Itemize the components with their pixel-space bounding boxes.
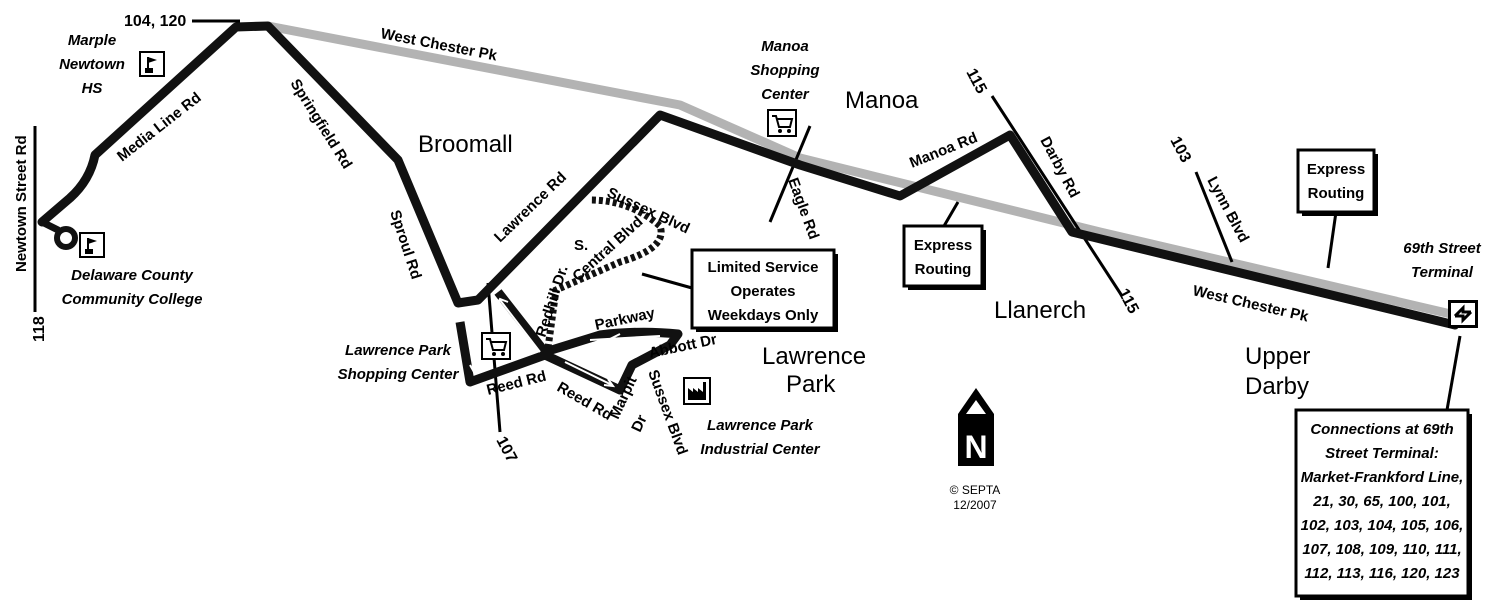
landmark-dccc: Delaware County Community College [62,267,203,308]
north-arrow-icon: N [958,388,994,466]
callout-limited-line-2: Operates [730,283,795,300]
landmark-marple-line-3: HS [82,80,103,97]
landmark-69th-street-terminal: 69th Street Terminal [1403,240,1482,281]
landmark-manoa-shopping-center: Manoa Shopping Center [750,38,819,103]
place-park: Park [786,371,836,398]
callout-limited-line-1: Limited Service [708,259,819,276]
landmark-dccc-line-2: Community College [62,291,203,308]
cross-streets [33,19,1462,433]
place-upper: Upper [1245,343,1310,370]
place-llanerch: Llanerch [994,297,1086,324]
place-manoa: Manoa [845,87,919,114]
road-label-newtown-street-rd: Newtown Street Rd [13,135,30,272]
callout-limited-service: Limited Service Operates Weekdays Only [641,248,838,332]
landmark-manoa-sc-line-2: Shopping [750,62,819,79]
compass-letter: N [964,429,987,465]
landmark-lpsc-line-1: Lawrence Park [345,342,452,359]
shopping-cart-icon [481,332,511,360]
lawrence-park-loop [455,289,683,395]
callout-connections-line-2: Street Terminal: [1325,445,1439,462]
place-broomall: Broomall [418,131,513,158]
place-darby: Darby [1245,373,1309,400]
callout-limited-line-3: Weekdays Only [708,307,819,324]
landmark-terminal-line-1: 69th Street [1403,240,1482,257]
callout-express-left-line-1: Express [914,237,972,254]
copyright-date: 12/2007 [953,498,997,512]
landmark-terminal-line-2: Terminal [1411,264,1474,281]
landmark-lpic-line-1: Lawrence Park [707,417,814,434]
express-route-line [263,21,1460,320]
landmark-lawrence-park-industrial-center: Lawrence Park Industrial Center [700,417,820,458]
callout-express-left-line-2: Routing [915,261,972,278]
place-lawrence: Lawrence [762,343,866,370]
callout-connections: Connections at 69th Street Terminal: Mar… [1294,408,1472,600]
loop-direction-arrows [467,297,661,388]
callout-connections-line-4: 21, 30, 65, 100, 101, [1312,493,1451,510]
callout-connections-line-1: Connections at 69th [1310,421,1453,438]
callout-connections-line-7: 112, 113, 116, 120, 123 [1304,565,1460,582]
road-label-marpit-dr: Dr [628,412,651,434]
main-route-line [37,21,1460,330]
limited-service-route [544,196,665,349]
callout-connections-line-5: 102, 103, 104, 105, 106, [1301,517,1464,534]
landmark-marple-line-2: Newtown [59,56,125,73]
callout-express-right-line-1: Express [1307,161,1365,178]
transit-terminal-icon [1448,300,1478,328]
route-number-118: 118 [31,316,48,342]
route-spur-dccc [38,218,62,234]
landmark-lpic-line-2: Industrial Center [700,441,820,458]
landmark-manoa-sc-line-1: Manoa [761,38,809,55]
landmark-marple-newtown-hs: Marple Newtown HS [59,32,125,97]
route-number-104-120: 104, 120 [124,13,186,30]
callout-express-right-line-2: Routing [1308,185,1365,202]
school-flag-icon [79,232,105,258]
school-flag-icon [139,51,165,77]
shopping-cart-icon [767,109,797,137]
callout-express-routing-left: Express Routing [902,201,986,290]
callout-express-routing-right: Express Routing [1296,148,1378,269]
landmark-manoa-sc-line-3: Center [761,86,810,103]
factory-icon [683,377,711,405]
callout-connections-line-6: 107, 108, 109, 110, 111, [1302,541,1461,558]
landmark-lpsc-line-2: Shopping Center [338,366,460,383]
landmark-lawrence-park-shopping-center: Lawrence Park Shopping Center [338,342,460,383]
landmark-marple-line-1: Marple [68,32,116,49]
road-label-central-blvd-s: S. [574,237,588,254]
route-end-circle [54,226,78,250]
landmark-dccc-line-1: Delaware County [71,267,193,284]
callout-connections-line-3: Market-Frankford Line, [1301,469,1464,486]
copyright-text: © SEPTA [950,483,1001,497]
